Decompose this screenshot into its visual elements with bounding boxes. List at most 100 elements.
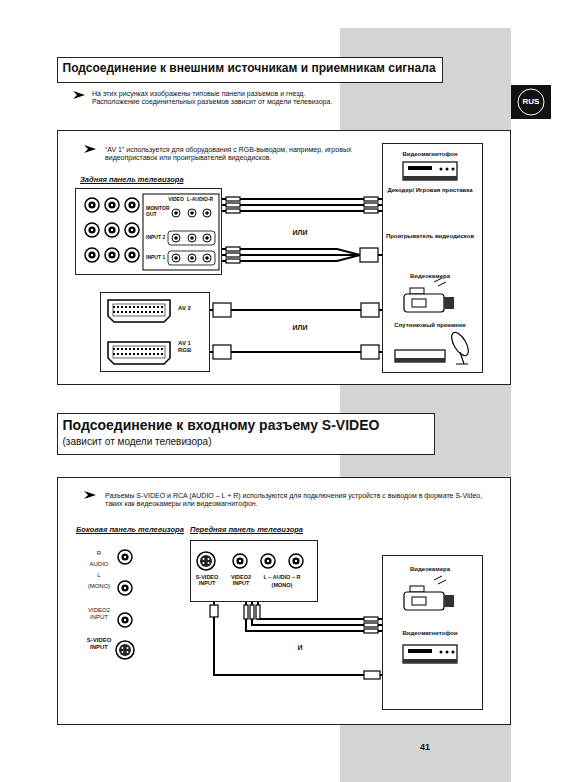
heading-box: Подсоединение к входному разъему S-VIDEO… (57, 413, 435, 455)
drawing-part (143, 194, 219, 270)
cable-plug (213, 345, 231, 359)
cable-plug (244, 605, 248, 619)
drawing-part (105, 223, 119, 237)
label: RUS (512, 97, 550, 106)
cable (222, 204, 382, 206)
drawing-part (118, 550, 132, 564)
label: VIDEO2 INPUT (226, 574, 256, 587)
cable-plug (226, 209, 240, 213)
cable (210, 309, 382, 311)
cable-plug (360, 248, 378, 262)
drawing-part (233, 554, 247, 568)
label: L-AUDIO-R (183, 197, 217, 203)
cable-plug (364, 629, 378, 633)
drawing-part (404, 278, 454, 312)
label: S-VIDEO INPUT (192, 574, 222, 587)
node-text: Видеомагнитофон (384, 630, 476, 637)
drawing-part (395, 358, 445, 362)
drawing-part (168, 231, 215, 245)
label: L (84, 572, 114, 579)
cable-plug (361, 345, 379, 359)
label: ИЛИ (288, 324, 312, 332)
drawing-part (85, 248, 99, 262)
drawing-part (172, 209, 180, 217)
label: S-VIDEO INPUT (84, 637, 114, 651)
cable-wire (246, 602, 382, 631)
label: L – AUDIO – R (254, 574, 310, 580)
drawing-part (85, 223, 99, 237)
label: На этих рисунках изображены типовые пане… (92, 90, 337, 106)
label: (MONO) (254, 582, 310, 588)
device-box: ВидеомагнитофонДекодер/ Игровая приставк… (382, 143, 483, 373)
drawing-part (383, 556, 477, 709)
node-text: AV 2 (178, 305, 203, 312)
label: VIDEO (166, 197, 186, 203)
node-text: Видеомагнитофон (384, 151, 476, 158)
drawing-part (125, 198, 139, 212)
drawing-part (172, 234, 180, 242)
drawing-part (511, 85, 551, 119)
label: И (290, 644, 310, 652)
drawing-part (108, 300, 170, 322)
drawing-part (203, 234, 211, 242)
node-text: Видеокамера (384, 273, 476, 280)
cable-plug (226, 197, 240, 201)
cable-plug (226, 203, 240, 207)
drawing-part (203, 209, 211, 217)
drawing-part (404, 576, 454, 610)
drawing-part (289, 554, 303, 568)
label: (MONO) (84, 583, 114, 590)
label: MONITOR OUT (146, 206, 170, 218)
drawing-part (403, 645, 457, 663)
node-text: Подсоединение к входному разъему S-VIDEO (63, 417, 380, 433)
node-text: Боковая панель телевизора (76, 526, 184, 535)
drawing-part (172, 254, 180, 262)
cable-wire (258, 602, 382, 619)
cable-plug (364, 209, 378, 213)
section-frame: Разъемы S-VIDEO и RCA (AUDIO – L + R) ис… (57, 477, 511, 725)
section-frame: “AV 1” используется для оборудования с R… (57, 130, 511, 385)
node-text: Передняя панель телевизора (190, 526, 303, 535)
cable-plug (226, 259, 240, 263)
cable-plug (364, 197, 378, 201)
node-text: Декодер/ Игровая приставка (384, 187, 476, 194)
scart-panel: AV 2AV 1 RGB (100, 292, 210, 372)
drawing-part (118, 581, 132, 595)
cable (210, 351, 382, 353)
label: R (84, 550, 114, 557)
drawing-part (116, 641, 134, 659)
drawing-part (108, 342, 170, 364)
drawing-part (84, 145, 96, 153)
drawing-part (105, 198, 119, 212)
cable-plug (256, 605, 260, 619)
node-text: Проигрыватель видеодисков (384, 233, 476, 240)
node-text: Задняя панель телевизора (80, 176, 184, 185)
label: VIDEO2 INPUT (84, 607, 114, 621)
device-box: ВидеокамераВидеомагнитофон (382, 555, 483, 710)
cable-wire (222, 249, 360, 255)
node-text: “AV 1” используется для оборудования с R… (105, 146, 365, 162)
drawing-part (197, 552, 215, 570)
node-text: Видеокамера (384, 566, 476, 573)
cable-wire (222, 210, 382, 212)
label: AUDIO (84, 561, 114, 568)
label: 41 (410, 742, 440, 752)
drawing-part (188, 254, 196, 262)
label: INPUT 1 (146, 255, 168, 261)
label: INPUT 2 (146, 235, 168, 241)
drawing-part (73, 91, 85, 99)
cable-plug (364, 671, 380, 679)
cable-plug (210, 605, 218, 617)
drawing-part (403, 162, 457, 180)
node-text: (зависит от модели телевизора) (63, 436, 212, 448)
cable-plug (364, 623, 378, 627)
cable (214, 602, 382, 675)
drawing-part (168, 251, 215, 265)
drawing-part (118, 613, 132, 627)
cable-plug (226, 253, 240, 257)
label: ИЛИ (288, 229, 312, 237)
